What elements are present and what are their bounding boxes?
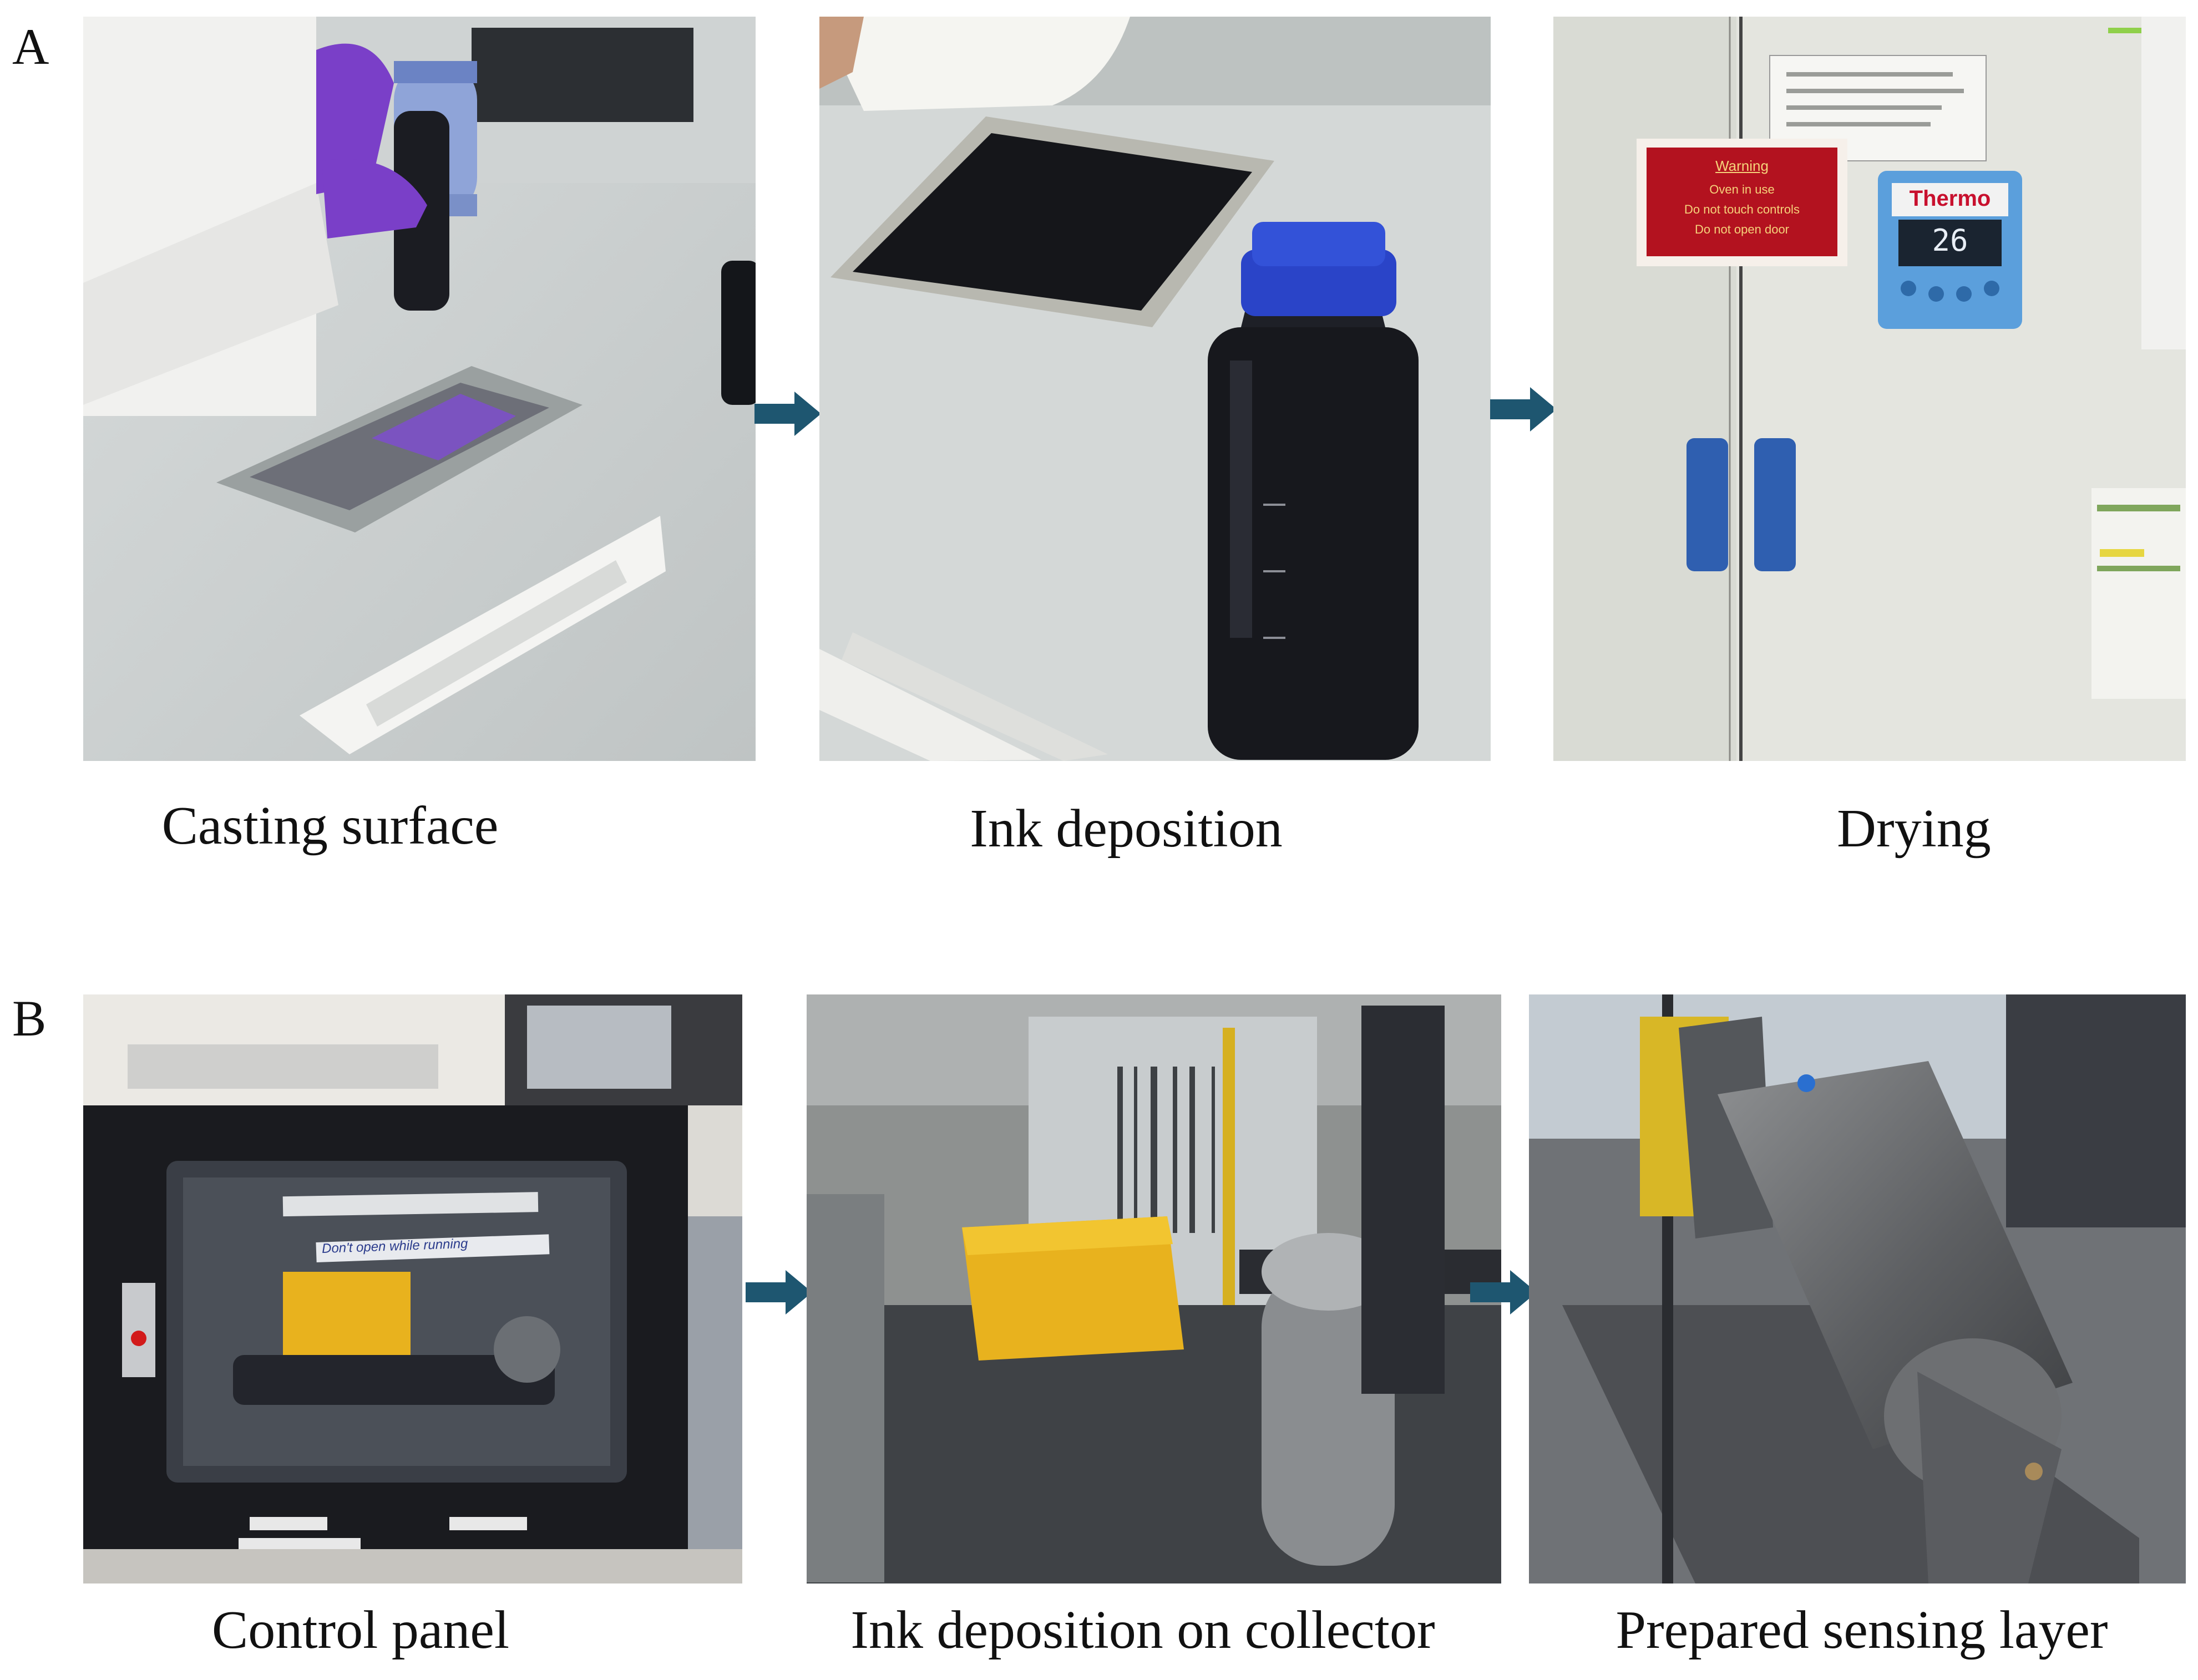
panel-letter-b: B <box>12 990 47 1047</box>
caption-ink-deposition: Ink deposition <box>970 799 1283 859</box>
photo-drying-oven: Warning Oven in use Do not touch control… <box>1553 17 2186 761</box>
controller-temperature-readout: 26 <box>1932 223 1968 258</box>
right-arrow-icon <box>1470 1270 1537 1314</box>
warning-line-2: Do not touch controls <box>1684 202 1800 216</box>
caption-prepared-sensing-layer: Prepared sensing layer <box>1615 1600 2108 1660</box>
warning-line-1: Oven in use <box>1709 182 1775 196</box>
right-arrow-icon <box>754 392 821 436</box>
warning-title: Warning <box>1715 158 1769 174</box>
photo-casting-surface <box>83 17 756 761</box>
photo-ink-deposition-on-collector <box>807 994 1501 1583</box>
panel-letter-a: A <box>12 18 49 75</box>
right-arrow-icon <box>746 1270 812 1314</box>
controller-brand-label: Thermo <box>1909 186 1991 211</box>
oven-warning-sign: Warning Oven in use Do not touch control… <box>1647 148 1837 256</box>
caption-drying: Drying <box>1837 799 1991 859</box>
caption-ink-deposition-on-collector: Ink deposition on collector <box>850 1600 1435 1660</box>
photo-prepared-sensing-layer <box>1529 994 2186 1583</box>
caption-casting-surface: Casting surface <box>161 796 499 856</box>
caption-control-panel: Control panel <box>211 1600 510 1660</box>
warning-line-3: Do not open door <box>1694 222 1790 236</box>
right-arrow-icon <box>1490 387 1557 432</box>
photo-ink-deposition <box>819 17 1491 761</box>
photo-control-panel: Don't open while running <box>83 994 742 1583</box>
